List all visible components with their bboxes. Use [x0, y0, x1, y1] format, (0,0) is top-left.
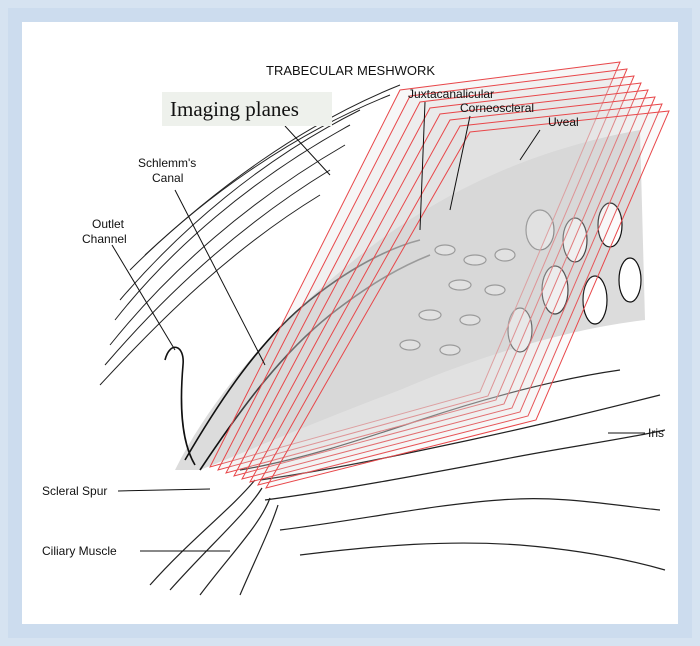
juxtacanalicular-label: Juxtacanalicular [408, 87, 494, 101]
schlemms-canal-label-line2: Canal [152, 171, 183, 185]
corneoscleral-label: Corneoscleral [460, 101, 534, 115]
schlemms-canal-label-line1: Schlemm's [138, 156, 196, 170]
outlet-channel-label-line2: Channel [82, 232, 127, 246]
diagram-title: TRABECULAR MESHWORK [266, 63, 435, 78]
scleral-spur-label: Scleral Spur [42, 484, 107, 498]
outlet-channel-label-line1: Outlet [92, 217, 125, 231]
uveal-label: Uveal [548, 115, 579, 129]
imaging-planes-label: Imaging planes [170, 97, 299, 121]
ciliary-muscle-label: Ciliary Muscle [42, 544, 117, 558]
iris-label: Iris [648, 426, 664, 440]
